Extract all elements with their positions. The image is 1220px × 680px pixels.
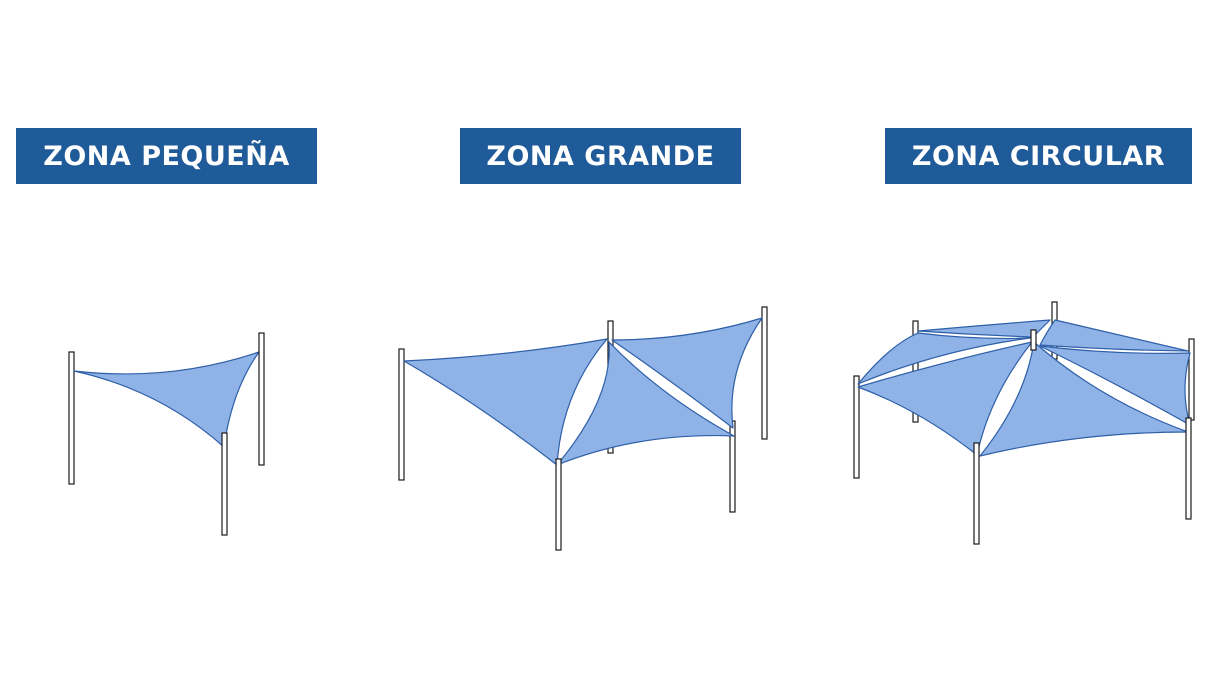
sail-back-left: [857, 332, 1031, 385]
pole-right: [258, 332, 265, 466]
small-zone-illustration: [68, 332, 265, 536]
zone-small-title: ZONA PEQUEÑA: [43, 140, 290, 172]
pole-left: [68, 351, 75, 485]
sail-front: [979, 341, 1189, 457]
pole-back-right: [1188, 338, 1195, 421]
zone-circular-label: ZONA CIRCULAR: [885, 128, 1192, 184]
pole-front-right: [1185, 417, 1192, 520]
pole-front-left: [555, 458, 562, 551]
sail-back: [917, 319, 1051, 338]
sail-left: [857, 341, 1033, 456]
circular-zone-illustration: [853, 301, 1195, 545]
zone-large-label: ZONA GRANDE: [460, 128, 741, 184]
large-zone-illustration: [398, 306, 768, 551]
sail-right: [611, 317, 763, 429]
zone-circular-title: ZONA CIRCULAR: [911, 140, 1166, 172]
triangle-sail: [73, 351, 260, 448]
pole-front: [973, 442, 980, 545]
pole-right: [761, 306, 768, 440]
zone-small-label: ZONA PEQUEÑA: [16, 128, 317, 184]
sail-back-right: [1039, 319, 1189, 352]
zone-large-title: ZONA GRANDE: [486, 140, 715, 172]
sail-center: [556, 341, 735, 466]
pole-left: [853, 375, 860, 479]
sail-left: [403, 338, 608, 466]
sail-right: [1039, 345, 1191, 426]
pole-hub: [1030, 329, 1037, 351]
pole-left: [398, 348, 405, 481]
pole-front: [221, 432, 228, 536]
